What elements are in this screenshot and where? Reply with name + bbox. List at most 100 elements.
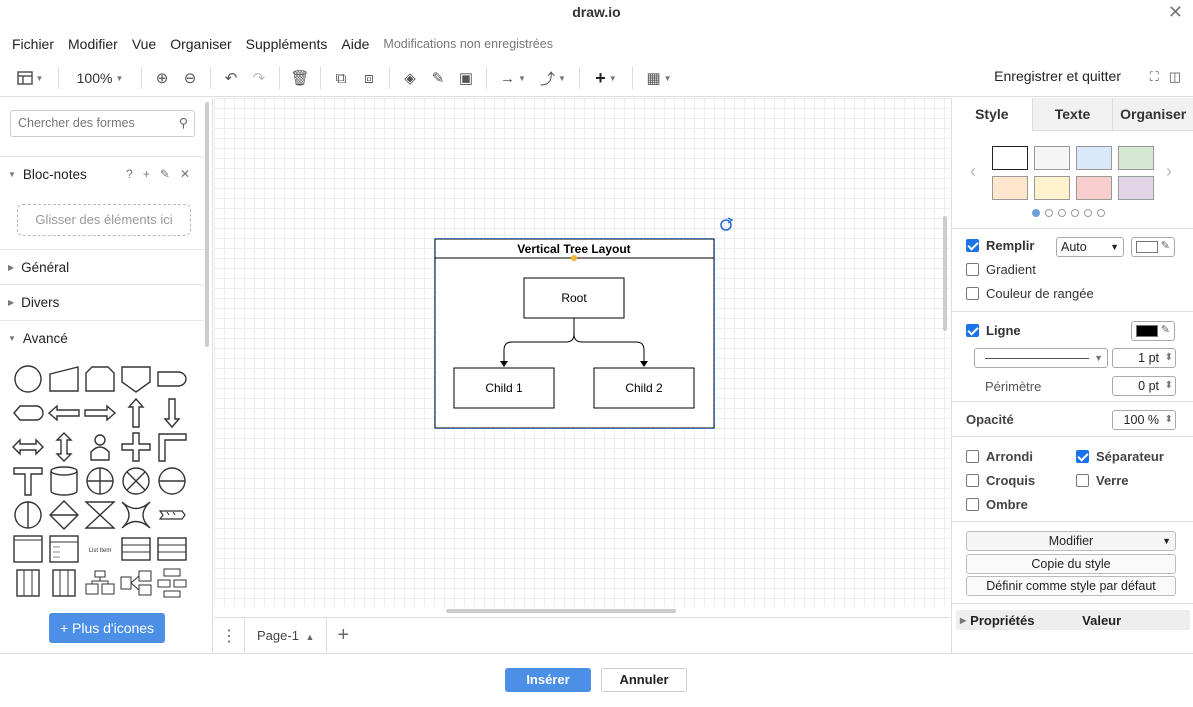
search-shapes-input[interactable]: Chercher des formes ⚲ bbox=[10, 110, 195, 137]
resize-handle[interactable] bbox=[571, 255, 577, 261]
corner-shape[interactable] bbox=[154, 430, 190, 464]
or-shape[interactable] bbox=[82, 464, 118, 498]
page-dot[interactable] bbox=[1045, 209, 1053, 217]
fill-mode-select[interactable]: Auto ▼ bbox=[1056, 237, 1124, 257]
fill-row[interactable]: Remplir bbox=[966, 238, 1034, 253]
gradient-row[interactable]: Gradient bbox=[966, 262, 1036, 277]
page-dot[interactable] bbox=[1058, 209, 1066, 217]
zoom-in-button[interactable]: ⊕ bbox=[148, 64, 176, 92]
switch-shape[interactable] bbox=[118, 498, 154, 532]
insert-button[interactable]: +▼ bbox=[595, 67, 617, 88]
rounded-checkbox[interactable] bbox=[966, 450, 979, 463]
vertical-tree-shape[interactable] bbox=[154, 566, 190, 600]
shadow-button[interactable]: ▣ bbox=[452, 64, 480, 92]
page-dot[interactable] bbox=[1032, 209, 1040, 217]
tab-arrange[interactable]: Organiser bbox=[1112, 98, 1193, 131]
gradient-checkbox[interactable] bbox=[966, 263, 979, 276]
pages-menu-icon[interactable]: ⋮ bbox=[221, 627, 237, 645]
opacity-input[interactable]: 100 % bbox=[1112, 410, 1176, 430]
canvas-vertical-scrollbar[interactable] bbox=[943, 216, 947, 331]
scratchpad-header[interactable]: ▼ Bloc-notes ? + ✎ ✕ bbox=[0, 156, 204, 191]
double-arrow-left-shape[interactable] bbox=[46, 396, 82, 430]
to-front-button[interactable]: ⧉ bbox=[327, 64, 355, 92]
search-icon[interactable]: ⚲ bbox=[178, 116, 188, 130]
page-dot[interactable] bbox=[1071, 209, 1079, 217]
horizontal-tree-shape[interactable] bbox=[118, 566, 154, 600]
style-swatch[interactable] bbox=[1118, 146, 1154, 170]
edit-icon[interactable]: ✎ bbox=[159, 167, 170, 181]
line-checkbox[interactable] bbox=[966, 324, 979, 337]
more-icons-button[interactable]: + Plus d'icones bbox=[49, 613, 165, 643]
container-shape[interactable] bbox=[10, 532, 46, 566]
menu-extras[interactable]: Suppléments bbox=[245, 36, 328, 52]
org-chart-shape[interactable] bbox=[82, 566, 118, 600]
double-arrow-vertical-shape[interactable] bbox=[46, 430, 82, 464]
line-width-input[interactable]: 1 pt bbox=[1112, 348, 1176, 368]
to-back-button[interactable]: ⧈ bbox=[355, 64, 383, 92]
unsaved-status[interactable]: Modifications non enregistrées bbox=[383, 37, 553, 51]
fill-color-button[interactable]: ◈ bbox=[396, 64, 424, 92]
cylinder-shape[interactable] bbox=[46, 464, 82, 498]
list-shape[interactable] bbox=[46, 532, 82, 566]
table-button[interactable]: ▦▼ bbox=[646, 70, 672, 87]
close-icon[interactable]: ✕ bbox=[179, 167, 190, 181]
chevron-left-icon[interactable]: ‹ bbox=[970, 161, 976, 181]
vertical-line-ellipse-shape[interactable] bbox=[10, 498, 46, 532]
menu-file[interactable]: Fichier bbox=[12, 36, 55, 52]
collate-shape[interactable] bbox=[82, 498, 118, 532]
line-color-picker[interactable]: ✎ bbox=[1131, 321, 1175, 341]
add-icon[interactable]: + bbox=[142, 167, 150, 181]
close-icon[interactable]: ✕ bbox=[1167, 2, 1183, 22]
scratchpad-dropzone[interactable]: Glisser des éléments ici bbox=[17, 204, 191, 236]
style-swatch[interactable] bbox=[1076, 146, 1112, 170]
diagram-canvas[interactable]: Vertical Tree Layout Root Child 1 Child … bbox=[214, 98, 950, 606]
perimeter-input[interactable]: 0 pt bbox=[1112, 376, 1176, 396]
display-shape[interactable] bbox=[10, 396, 46, 430]
child2-node[interactable] bbox=[593, 367, 695, 409]
menu-edit[interactable]: Modifier bbox=[68, 36, 118, 52]
tab-style[interactable]: Style bbox=[952, 98, 1032, 131]
arrow-right-shape[interactable] bbox=[82, 396, 118, 430]
fill-checkbox[interactable] bbox=[966, 239, 979, 252]
rounded-row[interactable]: Arrondi bbox=[966, 449, 1033, 464]
menu-view[interactable]: Vue bbox=[131, 36, 157, 52]
properties-header[interactable]: ▶ Propriétés Valeur bbox=[956, 610, 1190, 630]
sketch-row[interactable]: Croquis bbox=[966, 473, 1035, 488]
style-swatch[interactable] bbox=[1076, 176, 1112, 200]
manual-input-shape[interactable] bbox=[46, 362, 82, 396]
section-general[interactable]: ▶ Général bbox=[0, 249, 204, 284]
copy-style-button[interactable]: Copie du style bbox=[966, 554, 1176, 574]
row-color-checkbox[interactable] bbox=[966, 287, 979, 300]
style-swatch[interactable] bbox=[992, 146, 1028, 170]
delay-shape[interactable] bbox=[154, 362, 190, 396]
edge-root-child1[interactable] bbox=[503, 318, 575, 364]
canvas-horizontal-scrollbar[interactable] bbox=[446, 609, 676, 613]
tab-text[interactable]: Texte bbox=[1031, 98, 1113, 131]
zoom-select[interactable]: 100%▼ bbox=[76, 70, 124, 86]
loop-limit-shape[interactable] bbox=[82, 362, 118, 396]
row-color-row[interactable]: Couleur de rangée bbox=[966, 286, 1094, 301]
help-icon[interactable]: ? bbox=[126, 167, 133, 181]
connection-button[interactable]: →▼ bbox=[500, 69, 526, 87]
edit-style-button[interactable]: Modifier ▼ bbox=[966, 531, 1176, 551]
eyedropper-icon[interactable]: ✎ bbox=[1160, 240, 1170, 252]
process-arrow-shape[interactable] bbox=[154, 498, 190, 532]
line-row[interactable]: Ligne bbox=[966, 323, 1021, 338]
panels-toggle-button[interactable]: ▼ bbox=[8, 64, 52, 92]
sort-shape[interactable] bbox=[46, 498, 82, 532]
sidebar-scrollbar[interactable] bbox=[205, 102, 209, 347]
shadow-row[interactable]: Ombre bbox=[966, 497, 1028, 512]
undo-button[interactable]: ↶ bbox=[217, 64, 245, 92]
cancel-button[interactable]: Annuler bbox=[601, 668, 687, 692]
section-misc[interactable]: ▶ Divers bbox=[0, 284, 204, 319]
redo-button[interactable]: ↷ bbox=[245, 64, 273, 92]
menu-arrange[interactable]: Organiser bbox=[170, 36, 232, 52]
actor-shape[interactable] bbox=[82, 430, 118, 464]
chevron-right-icon[interactable]: › bbox=[1166, 161, 1172, 181]
set-default-style-button[interactable]: Définir comme style par défaut bbox=[966, 576, 1176, 596]
glass-checkbox[interactable] bbox=[1076, 474, 1089, 487]
table-columns-shape[interactable] bbox=[10, 566, 46, 600]
separator-row[interactable]: Séparateur bbox=[1076, 449, 1164, 464]
shadow-checkbox[interactable] bbox=[966, 498, 979, 511]
format-panel-toggle-icon[interactable]: ◫ bbox=[1168, 69, 1181, 84]
